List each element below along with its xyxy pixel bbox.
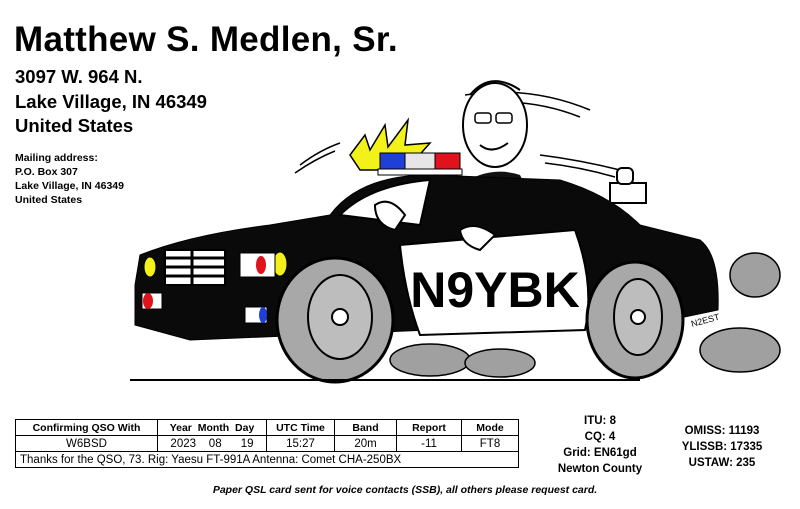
qso-mode: FT8 [461,435,519,452]
header-utc: UTC Time [266,419,335,436]
police-car-cartoon: N9YBK N2EST [130,80,781,384]
award-numbers: OMISS: 11193 YLISSB: 17335 USTAW: 235 [662,423,782,471]
header-call: Confirming QSO With [15,419,158,436]
light-bar-red [434,152,461,170]
qso-month: 08 [208,437,222,450]
mailing-line: United States [15,194,83,206]
county: Newton County [557,463,643,475]
address-line: 3097 W. 964 N. [15,66,143,87]
header-report: Report [396,419,462,436]
station-location: ITU: 8 CQ: 4 Grid: EN61gd Newton County [540,413,660,477]
qso-report: -11 [396,435,462,452]
address-line: United States [15,115,134,136]
header-band: Band [334,419,397,436]
ylissb-number: YLISSB: 17335 [681,441,763,453]
light-bar-blue [379,152,406,170]
qso-date: 2023 08 19 [157,435,267,452]
itu-zone: ITU: 8 [584,415,616,427]
mailing-line: P.O. Box 307 [15,166,78,178]
callsign-text: N9YBK [410,262,579,318]
qso-year: 2023 [170,437,197,450]
qso-table: Confirming QSO With Year Month Day UTC T… [15,419,519,468]
header-date: Year Month Day [157,419,267,436]
footer-note: Paper QSL card sent for voice contacts (… [212,484,598,496]
qso-day: 19 [240,437,254,450]
mailing-line: Lake Village, IN 46349 [15,180,124,192]
qso-utc: 15:27 [266,435,335,452]
rear-wheel [585,260,685,380]
qso-notes: Thanks for the QSO, 73. Rig: Yaesu FT-99… [15,451,519,468]
ustaw-number: USTAW: 235 [688,457,756,469]
dust-clouds [389,252,781,378]
header-mode: Mode [461,419,519,436]
mailing-label: Mailing address: [15,152,98,164]
car-door [398,228,590,337]
address-line: Lake Village, IN 46349 [15,91,207,112]
cq-zone: CQ: 4 [584,431,616,443]
front-wheel [275,256,395,384]
qso-band: 20m [334,435,397,452]
omiss-number: OMISS: 11193 [684,425,760,437]
radio [609,182,647,204]
grid-square: Grid: EN61gd [563,447,637,459]
headlight [143,256,157,278]
qso-call: W6BSD [15,435,158,452]
light-bar-white [404,152,436,170]
operator-name: Matthew S. Medlen, Sr. [14,20,398,59]
